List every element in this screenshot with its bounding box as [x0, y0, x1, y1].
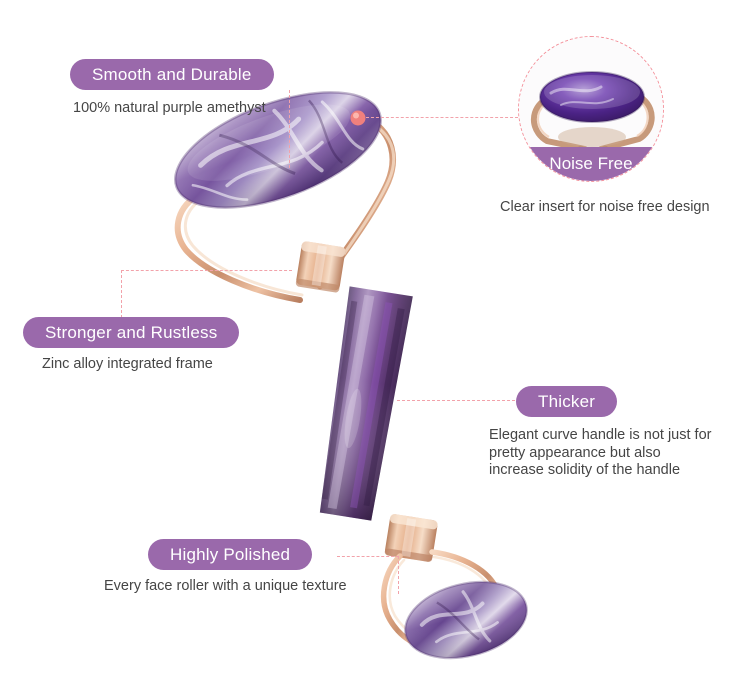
callout-stronger-rustless[interactable]: Stronger and Rustless	[23, 317, 240, 348]
connector-thicker	[397, 400, 515, 401]
noise-free-label: Noise Free	[549, 154, 633, 173]
caption-highly-polished: Every face roller with a unique texture	[104, 578, 347, 594]
callout-thicker[interactable]: Thicker	[516, 386, 618, 417]
caption-noise-free: Clear insert for noise free design	[500, 199, 710, 215]
callout-smooth-durable-label: Smooth and Durable	[92, 64, 252, 84]
caption-stronger-rustless: Zinc alloy integrated frame	[42, 356, 213, 372]
caption-smooth-durable: 100% natural purple amethyst	[73, 100, 266, 116]
connector-highly-polished-horizontal	[337, 556, 399, 557]
callout-smooth-durable[interactable]: Smooth and Durable	[70, 59, 274, 90]
callout-stronger-rustless-label: Stronger and Rustless	[45, 322, 218, 342]
connector-noise-free	[366, 117, 518, 118]
callout-highly-polished-label: Highly Polished	[170, 544, 291, 564]
connector-stronger-rustless-vertical	[121, 270, 122, 318]
noise-free-band: Noise Free	[519, 147, 663, 181]
callout-thicker-label: Thicker	[538, 391, 596, 411]
connector-highly-polished-vertical	[398, 556, 399, 594]
inset-circle-icon: Noise Free	[518, 36, 664, 182]
callout-highly-polished[interactable]: Highly Polished	[148, 539, 313, 570]
connector-dot-icon	[350, 110, 366, 126]
connector-smooth-durable	[289, 90, 290, 168]
caption-thicker: Elegant curve handle is not just for pre…	[489, 427, 712, 479]
connector-stronger-rustless-horizontal	[121, 270, 292, 271]
